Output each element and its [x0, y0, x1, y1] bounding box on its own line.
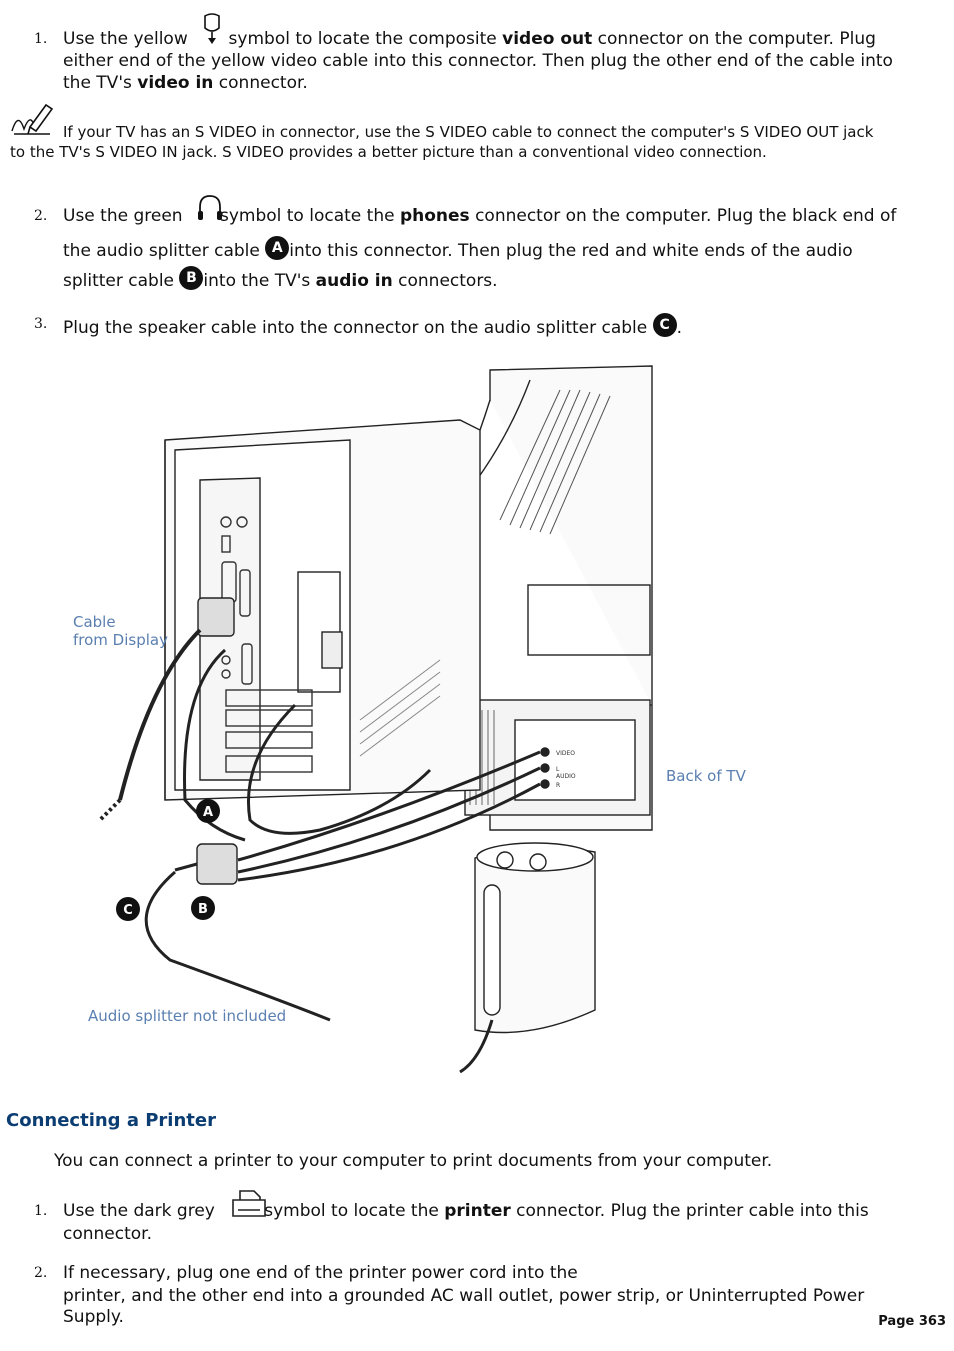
note-pencil-icon — [11, 103, 54, 135]
tv-jack-video-label: VIDEO — [556, 750, 575, 757]
label-audio-splitter: Audio splitter not included — [88, 1007, 286, 1025]
step1-text: symbol to locate the composite — [223, 29, 503, 49]
step-number: 1. — [34, 31, 48, 47]
printer-icon — [232, 1190, 266, 1217]
printer-step1-text: symbol to locate the — [264, 1201, 445, 1221]
step-number: 3. — [34, 316, 48, 332]
callout-c-badge: C — [652, 313, 677, 337]
step2-text: Use the green — [63, 206, 188, 226]
note-line1: If your TV has an S VIDEO in connector, … — [63, 123, 874, 141]
step2-bold: phones — [399, 206, 470, 226]
section-intro: You can connect a printer to your comput… — [54, 1151, 773, 1171]
printer-step2-line2: printer, and the other end into a ground… — [63, 1286, 865, 1306]
step2-line1: Use the green symbol to locate the phone… — [63, 205, 896, 227]
illus-callout-b: B — [198, 902, 208, 917]
step-number: 2. — [34, 208, 48, 224]
step1-bold: video out — [502, 29, 593, 49]
printer-step1-text: connector. Plug the printer cable into t… — [510, 1201, 869, 1221]
page-number: Page 363 — [878, 1314, 946, 1329]
label-back-of-tv: Back of TV — [666, 767, 747, 785]
callout-b-badge: B — [179, 266, 204, 290]
step2-text: splitter cable — [63, 271, 180, 291]
printer-step2-line3: Supply. — [63, 1307, 124, 1327]
printer-step1-text: Use the dark grey — [63, 1201, 221, 1221]
step2-text: symbol to locate the — [219, 206, 400, 226]
tv-jack-audio-label: AUDIO — [556, 773, 576, 780]
printer-step1-line1: Use the dark grey symbol to locate the p… — [63, 1200, 869, 1222]
tv-jack-r-label: R — [556, 782, 560, 789]
callout-a-badge: A — [265, 236, 290, 260]
step1-text: connector. — [213, 73, 308, 93]
step1-text: connector on the computer. Plug — [592, 29, 876, 49]
step-number: 1. — [34, 1203, 48, 1219]
step2-text: into the TV's — [203, 271, 316, 291]
label-cable: Cable — [73, 613, 116, 631]
step1-line1: Use the yellow symbol to locate the comp… — [63, 28, 876, 50]
step1-bold: video in — [137, 73, 214, 93]
step2-bold: audio in — [315, 271, 393, 291]
printer-step1-line2: connector. — [63, 1224, 153, 1244]
illus-callout-c: C — [123, 903, 133, 918]
headphones-icon — [198, 195, 222, 220]
tv-jack-l-label: L — [556, 766, 560, 773]
step1-line3: the TV's video in connector. — [63, 72, 308, 94]
step1-line2: either end of the yellow video cable int… — [63, 51, 893, 71]
step2-text: connector on the computer. Plug the blac… — [469, 206, 897, 226]
note-line2: to the TV's S VIDEO IN jack. S VIDEO pro… — [10, 143, 767, 161]
step3-line: Plug the speaker cable into the connecto… — [63, 313, 682, 339]
illus-callout-a: A — [203, 805, 213, 820]
video-out-icon — [204, 13, 220, 44]
step1-text: the TV's — [63, 73, 138, 93]
step3-text: Plug the speaker cable into the connecto… — [63, 318, 653, 338]
step2-text: connectors. — [392, 271, 498, 291]
step2-text: into this connector. Then plug the red a… — [289, 241, 853, 261]
step-number: 2. — [34, 1265, 48, 1281]
label-from-display: from Display — [73, 631, 168, 649]
printer-step1-bold: printer — [444, 1201, 511, 1221]
connection-illustration: A B C Cable from Display Back of TV Audi… — [73, 365, 747, 1074]
step2-text: the audio splitter cable — [63, 241, 266, 261]
section-heading: Connecting a Printer — [6, 1110, 216, 1131]
printer-step2-line1: If necessary, plug one end of the printe… — [63, 1263, 578, 1283]
step3-text: . — [676, 318, 683, 338]
step1-text: Use the yellow — [63, 29, 194, 49]
